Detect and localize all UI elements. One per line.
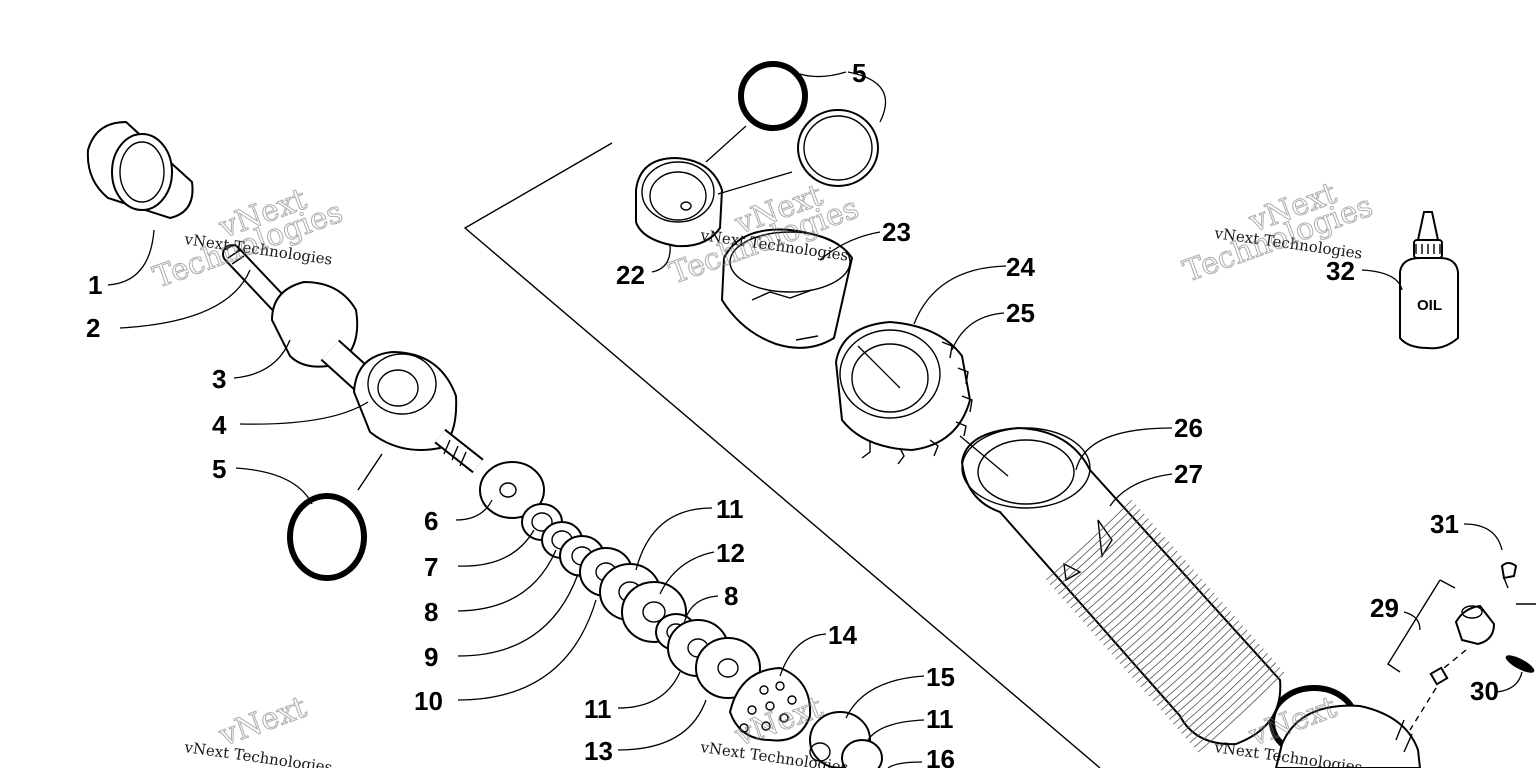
leader-lines <box>107 71 1523 769</box>
oil-bottle-label: OIL <box>1417 297 1442 314</box>
callout-32: 32 <box>1326 256 1355 286</box>
spring-thread-line <box>1062 518 1149 599</box>
callout-2: 2 <box>86 313 100 343</box>
callout-13: 13 <box>584 736 613 766</box>
spring-thread-line <box>1127 592 1215 674</box>
callout-11-right: 11 <box>926 704 954 734</box>
spring-thread-line <box>1045 499 1133 581</box>
callout-11-middle: 11 <box>584 694 612 724</box>
spring-thread-line <box>1119 583 1207 664</box>
part-bushing <box>86 120 194 220</box>
spring-thread-line <box>1132 597 1219 678</box>
callout-1: 1 <box>88 270 102 300</box>
spring-thread-line <box>1144 611 1231 692</box>
spring-thread-line <box>1148 615 1235 697</box>
callout-9: 9 <box>424 642 438 672</box>
part-reservoir-body <box>960 426 1285 753</box>
spring-thread-line <box>1107 569 1194 651</box>
spring-thread-line <box>1090 550 1178 632</box>
callout-24: 24 <box>1006 252 1035 282</box>
part-oil-bottle: OIL <box>1399 211 1459 350</box>
callout-31: 31 <box>1430 509 1459 539</box>
callout-14: 14 <box>828 620 857 650</box>
spring-thread-line <box>1189 662 1277 744</box>
callout-8-left: 8 <box>424 597 438 627</box>
callout-12: 12 <box>716 538 745 568</box>
callout-7: 7 <box>424 552 438 582</box>
callout-22: 22 <box>616 260 645 290</box>
spring-thread-line <box>1136 601 1223 683</box>
callout-labels: 1 2 3 4 5 5 6 7 8 8 9 10 11 11 11 12 13 … <box>86 58 1499 773</box>
spring-thread-line <box>1099 560 1186 641</box>
spring-thread-line <box>1086 546 1174 627</box>
spring-thread-line <box>1193 667 1281 748</box>
part-o-ring-lower <box>287 493 367 581</box>
callout-11-top: 11 <box>716 494 744 524</box>
spring-thread-line <box>1160 629 1248 711</box>
spring-threads <box>1045 499 1285 753</box>
spring-thread-line <box>1173 643 1260 725</box>
callout-29: 29 <box>1370 593 1399 623</box>
spring-thread-line <box>1164 634 1252 716</box>
spring-thread-line <box>1156 625 1244 706</box>
callout-15: 15 <box>926 662 955 692</box>
spring-thread-line <box>1066 522 1153 604</box>
spring-thread-line <box>1049 504 1137 585</box>
spring-thread-line <box>1181 653 1268 734</box>
spring-thread-line <box>1074 532 1162 613</box>
callout-10: 10 <box>414 686 443 716</box>
callout-25: 25 <box>1006 298 1035 328</box>
spring-thread-line <box>1078 536 1166 618</box>
spring-thread-line <box>1070 527 1157 609</box>
spring-thread-line <box>1152 620 1240 702</box>
callout-30: 30 <box>1470 676 1499 706</box>
bracket-29 <box>1387 579 1441 673</box>
spring-thread-line <box>1103 564 1190 646</box>
callout-4: 4 <box>212 410 227 440</box>
part-valve-fitting <box>1409 562 1535 731</box>
callout-8-right: 8 <box>724 581 738 611</box>
part-o-ring-upper <box>738 61 808 131</box>
part-reservoir-cap <box>635 156 724 248</box>
part-shaft-assembly <box>222 243 484 474</box>
spring-thread-line <box>1168 639 1256 720</box>
spring-thread-line <box>1058 513 1145 595</box>
spring-thread-line <box>1053 509 1141 590</box>
callout-23: 23 <box>882 217 911 247</box>
spring-thread-line <box>1140 606 1227 688</box>
watermark-4: vNext vNext Technologies <box>182 689 333 773</box>
spring-thread-line <box>1111 574 1199 655</box>
callout-3: 3 <box>212 364 226 394</box>
subassembly-bracket <box>463 142 1101 769</box>
part-adjuster-ring <box>834 320 973 465</box>
callout-5-upper: 5 <box>852 58 866 88</box>
part-sleeve <box>720 228 854 349</box>
callout-6: 6 <box>424 506 438 536</box>
callout-26: 26 <box>1174 413 1203 443</box>
spring-thread-line <box>1082 541 1170 623</box>
callout-16: 16 <box>926 744 955 768</box>
callout-5-lower: 5 <box>212 454 226 484</box>
callout-27: 27 <box>1174 459 1203 489</box>
spring-thread-line <box>1197 671 1285 753</box>
part-damper-body <box>1274 704 1422 769</box>
spring-thread-line <box>1123 588 1211 669</box>
spring-thread-line <box>1177 648 1264 730</box>
spring-thread-line <box>1095 555 1182 637</box>
part-backup-ring <box>797 109 879 187</box>
part-piston <box>728 666 883 773</box>
spring-thread-line <box>1185 657 1272 739</box>
svg-text:vNext Technologies: vNext Technologies <box>182 738 333 768</box>
spring-thread-line <box>1115 578 1203 660</box>
